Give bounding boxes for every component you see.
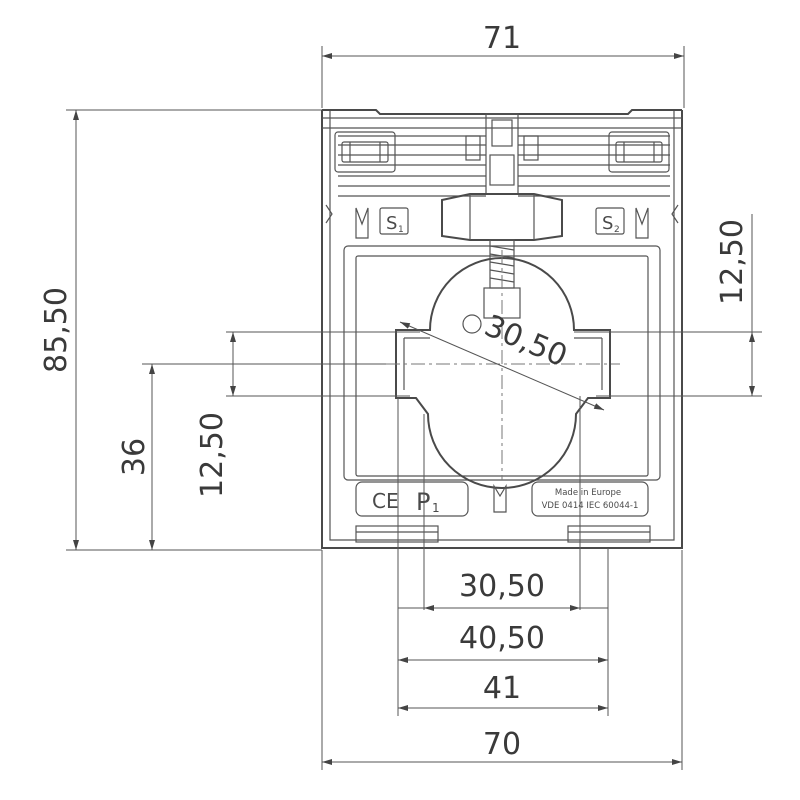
- transformer-body: [321, 109, 683, 549]
- dimension-left-height-lower: 36: [117, 438, 152, 476]
- svg-text:1: 1: [432, 501, 440, 515]
- dimension-left-gap: 12,50: [195, 412, 230, 498]
- svg-text:S: S: [602, 213, 613, 234]
- svg-text:2: 2: [614, 225, 620, 235]
- svg-text:P: P: [416, 488, 430, 516]
- svg-text:S: S: [386, 213, 397, 234]
- svg-text:1: 1: [398, 225, 404, 235]
- dimension-bottom-4: 70: [483, 727, 521, 762]
- centre-lines: [386, 250, 620, 480]
- terminal-label-s1: S 1: [386, 213, 404, 235]
- made-in-label: Made in Europe: [555, 488, 621, 498]
- terminal-label-s2: S 2: [602, 213, 620, 235]
- dimension-lines: [66, 46, 762, 770]
- ce-mark: CE: [372, 489, 399, 513]
- dimension-bottom-3: 41: [483, 671, 521, 706]
- standard-label: VDE 0414 IEC 60044-1: [542, 501, 639, 511]
- dimension-bottom-2: 40,50: [459, 621, 545, 656]
- primary-label-p1: P 1: [416, 488, 440, 516]
- dimension-right-gap: 12,50: [715, 219, 750, 305]
- dimension-left-height: 85,50: [39, 287, 74, 373]
- dimension-bottom-1: 30,50: [459, 569, 545, 604]
- dimension-top-width: 71: [483, 21, 521, 56]
